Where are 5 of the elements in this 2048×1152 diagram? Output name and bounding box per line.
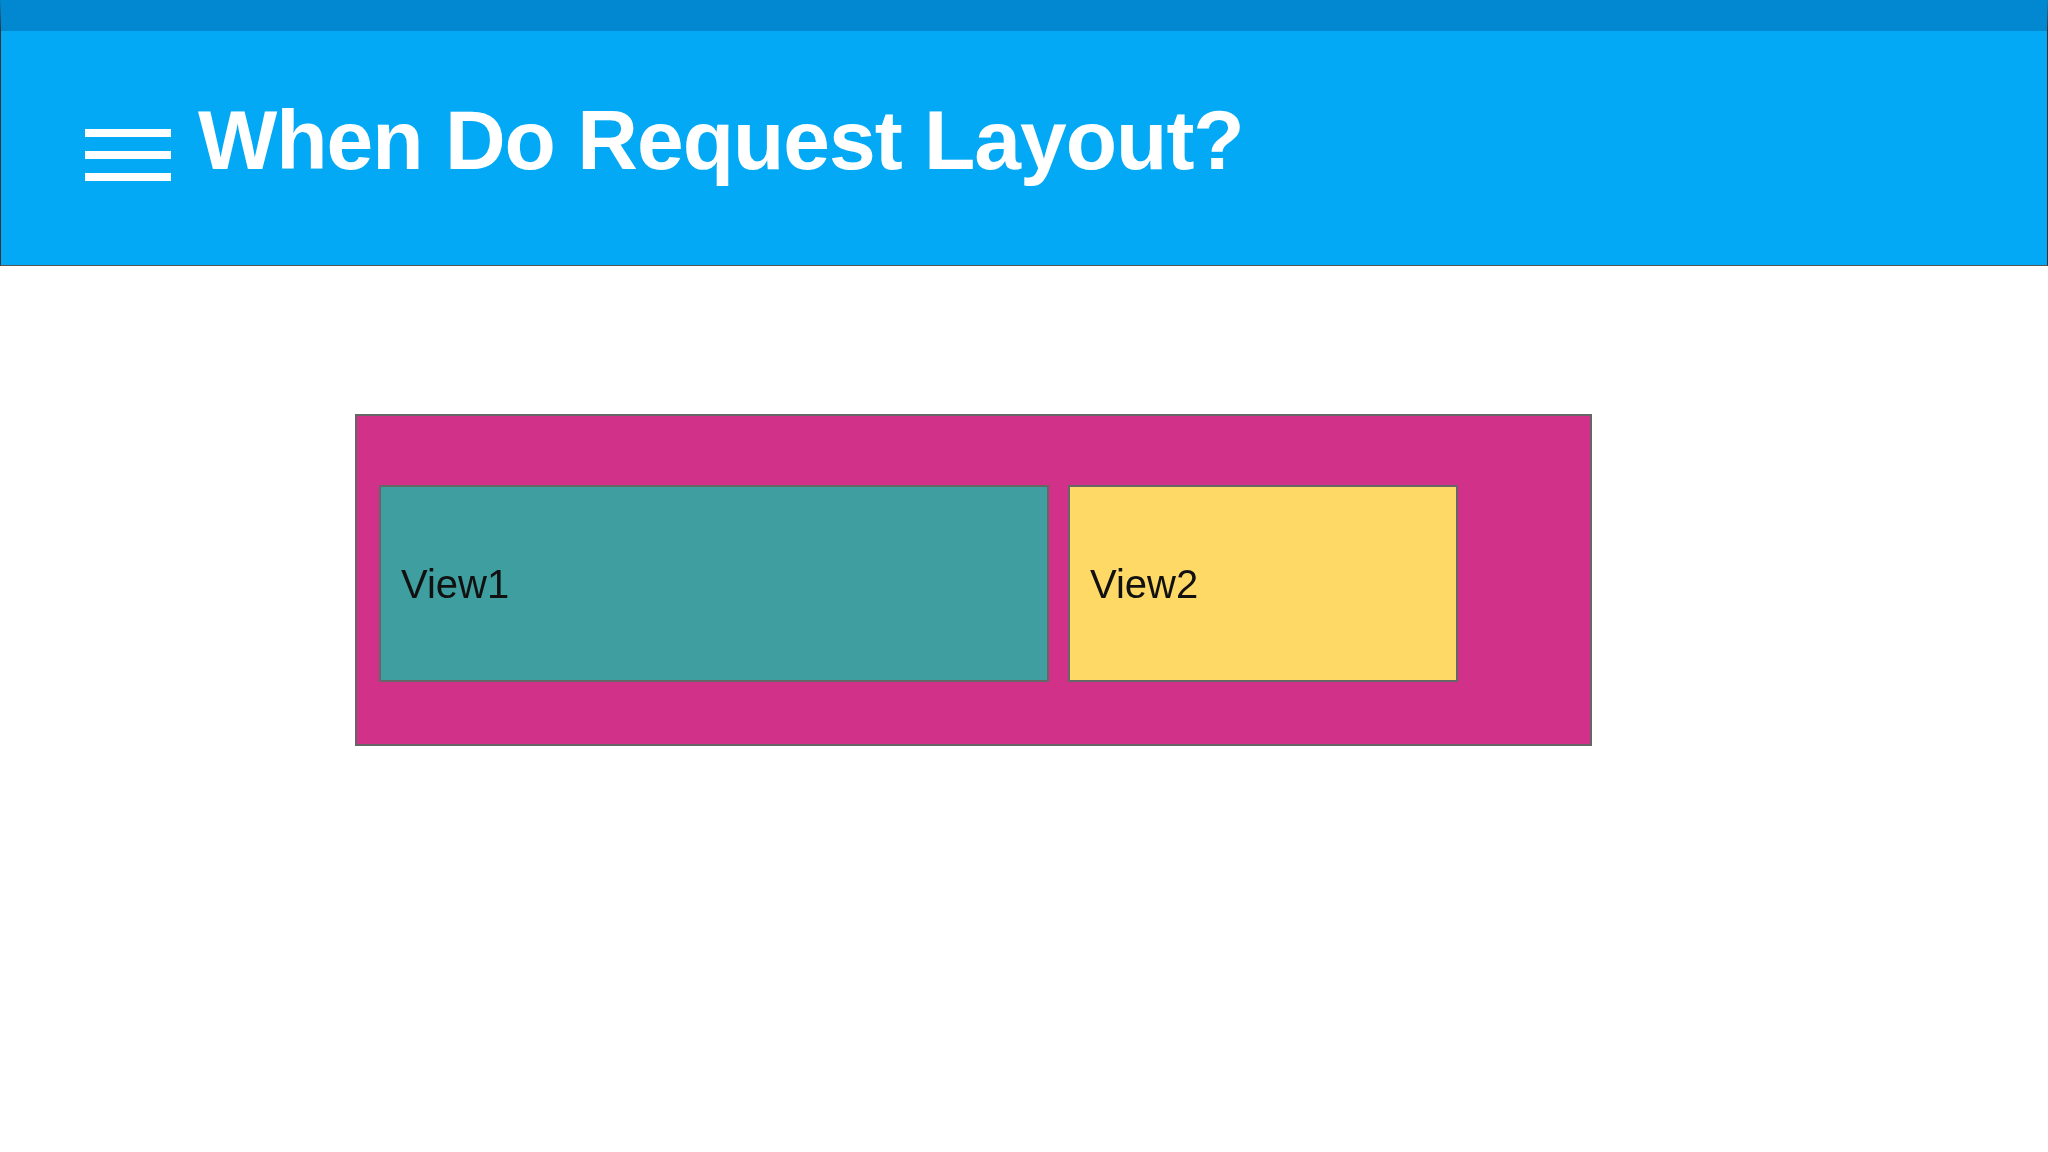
view-box xyxy=(1068,485,1458,682)
view-box xyxy=(379,485,1049,682)
view-label: View2 xyxy=(1090,560,1199,607)
view-label: View1 xyxy=(401,560,510,607)
container-box xyxy=(355,414,1592,746)
